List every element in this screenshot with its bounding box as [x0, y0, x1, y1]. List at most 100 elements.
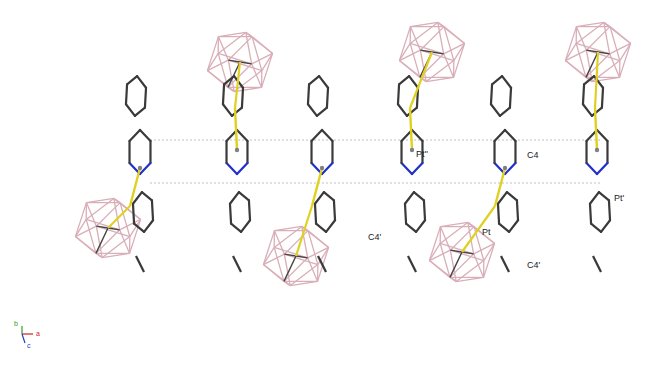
cage-bond: [284, 256, 296, 281]
ring-bond: [249, 200, 250, 220]
cage-edge: [429, 243, 440, 260]
cage-edge: [96, 226, 129, 236]
contact-lines: [150, 140, 600, 183]
cage-edge: [218, 37, 228, 61]
cage-edge: [440, 243, 450, 277]
carborane-cage: [75, 198, 140, 257]
cage-edge: [86, 203, 96, 227]
ring-bond: [398, 84, 399, 104]
ring-bond: [498, 204, 499, 224]
cage-edge: [410, 43, 420, 77]
ring-bond: [130, 130, 140, 141]
ring-bond: [316, 224, 326, 232]
ring-bond: [406, 224, 416, 232]
ring-bond: [584, 76, 594, 84]
ring-bond: [500, 108, 510, 116]
pt-atom: [503, 166, 507, 170]
ring-bond: [237, 163, 247, 174]
pt-complex: [207, 32, 272, 272]
ring-bond: [242, 88, 243, 108]
ring-bond: [412, 130, 422, 141]
ring-bond: [399, 76, 409, 84]
ring-bond: [239, 192, 249, 200]
cage-edge: [274, 226, 302, 247]
ring-bond: [507, 192, 517, 200]
cage-edge: [586, 27, 610, 51]
cage-edge: [96, 203, 120, 227]
ring-bond: [499, 224, 509, 232]
ring-bond: [501, 256, 509, 272]
ring-bond: [493, 141, 495, 163]
cage-edge: [261, 71, 263, 88]
pt-complex: [565, 22, 630, 272]
ring-bond: [246, 141, 248, 163]
ring-bond: [400, 141, 402, 163]
cage-edge: [399, 27, 410, 61]
ring-bond: [510, 88, 511, 108]
cage-edge: [284, 281, 318, 282]
cage-bond: [96, 228, 108, 253]
cage-edge: [450, 277, 484, 278]
cage-edge: [274, 231, 284, 255]
ring-bond: [310, 141, 312, 163]
cage-edge: [86, 202, 120, 203]
cage-edge: [565, 27, 576, 61]
cage-edge: [75, 203, 86, 237]
cage-edge: [454, 43, 465, 60]
ring-bond: [593, 256, 601, 272]
ring-bond: [590, 204, 591, 224]
cage-edge: [420, 77, 454, 78]
axis-label: c: [27, 342, 31, 349]
cage-edge: [484, 243, 495, 260]
cage-bond: [108, 228, 120, 230]
cage-bond: [420, 50, 432, 52]
ring-bond: [326, 220, 335, 232]
ring-bond: [135, 108, 145, 116]
ring-bond: [601, 220, 610, 232]
ring-bond: [233, 256, 241, 272]
ring-bond: [134, 224, 144, 232]
ring-bond: [308, 84, 309, 104]
atom-label: Pt'': [416, 150, 428, 159]
cage-edge: [484, 243, 495, 277]
cage-edge: [576, 43, 586, 77]
pt-complex: [398, 22, 465, 272]
s-c-bond: [410, 52, 432, 108]
ring-bond: [495, 130, 505, 141]
cage-bond: [240, 62, 252, 64]
ring-bond: [597, 130, 607, 141]
s-c-bond: [108, 206, 130, 228]
cage-edge: [576, 22, 604, 43]
atom-label: Pt: [482, 228, 491, 237]
cage-edge: [483, 261, 485, 278]
cage-edge: [565, 61, 586, 78]
s-c-bond: [296, 206, 312, 256]
cage-edge: [218, 32, 246, 53]
cage-edge: [263, 247, 274, 264]
cage-edge: [399, 61, 420, 78]
ring-bond: [398, 104, 407, 116]
cage-edge: [318, 247, 329, 281]
pt-atom: [595, 148, 599, 152]
pt-atom: [410, 148, 414, 152]
cage-edge: [252, 37, 262, 71]
atom-label: C4': [368, 233, 381, 242]
cage-edge: [565, 43, 576, 60]
cage-edge: [207, 53, 218, 70]
ring-bond: [315, 204, 316, 224]
ring-bond: [602, 88, 603, 108]
ring-bond: [405, 204, 406, 224]
cage-edge: [440, 227, 450, 251]
ring-bond: [137, 76, 146, 88]
cage-bond: [284, 254, 296, 256]
cage-edge: [228, 37, 252, 61]
cage-edge: [420, 27, 444, 51]
cage-edge: [440, 226, 474, 227]
s-c-bond: [235, 62, 240, 108]
cage-edge: [96, 253, 130, 254]
ring-bond: [424, 200, 425, 220]
cage-bond: [450, 252, 462, 277]
cage-edge: [129, 237, 131, 254]
cage-edge: [228, 60, 261, 70]
